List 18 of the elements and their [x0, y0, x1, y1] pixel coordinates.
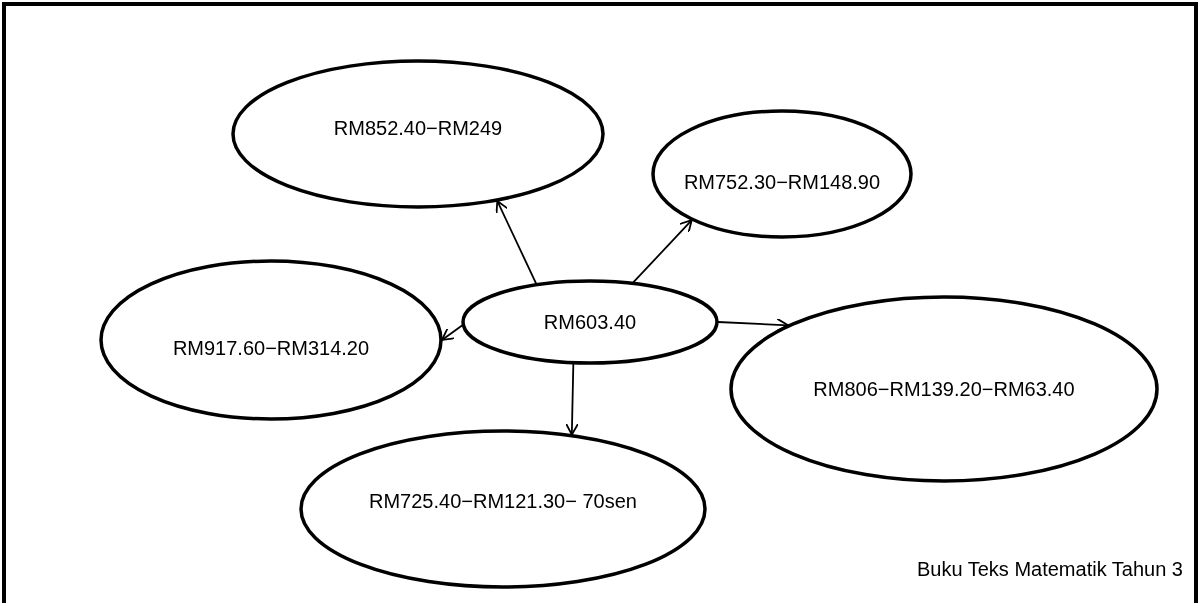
ellipse-node — [300, 430, 706, 588]
ellipse-node — [232, 60, 604, 208]
ellipse-node — [462, 280, 718, 364]
ellipse-node — [730, 296, 1158, 482]
ellipse-node — [652, 110, 912, 238]
node-text: RM603.40 — [543, 310, 637, 334]
node-text: RM725.40−RM121.30− 70sen — [369, 489, 637, 513]
arrow — [717, 317, 789, 332]
arrow — [495, 200, 538, 285]
node-text: RM806−RM139.20−RM63.40 — [813, 377, 1075, 401]
node-text: RM917.60−RM314.20 — [172, 336, 370, 360]
source-note: Buku Teks Matematik Tahun 3 — [916, 558, 1183, 581]
arrow — [565, 362, 579, 436]
arrow — [441, 324, 464, 341]
ellipse-node — [100, 260, 442, 420]
node-text: RM852.40−RM249 — [333, 116, 503, 140]
arrow — [632, 219, 693, 284]
node-text: RM752.30−RM148.90 — [683, 170, 881, 194]
